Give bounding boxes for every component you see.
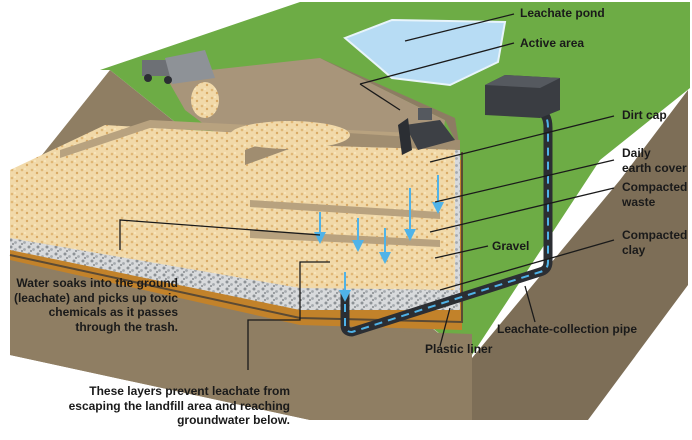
soil-front-lower (10, 262, 472, 420)
label-daily-earth-cover: Daily earth cover (622, 146, 687, 175)
soil-right-face (472, 90, 688, 420)
label-dirt-cap: Dirt cap (622, 108, 667, 122)
label-compacted-clay: Compacted clay (622, 228, 688, 257)
waste-pile (230, 121, 350, 149)
daily-cover-2 (250, 230, 440, 247)
dump-truck (142, 50, 215, 84)
waste-drop (191, 82, 219, 118)
label-active-area: Active area (520, 36, 585, 50)
leachate-pond (343, 18, 507, 87)
label-gravel: Gravel (492, 239, 530, 253)
pump-tank-top (485, 75, 560, 88)
note-leachate: Water soaks into the ground (leachate) a… (13, 276, 178, 334)
label-compacted-waste: Compacted waste (622, 180, 688, 209)
leader-lines (119, 13, 615, 370)
label-plastic-liner: Plastic liner (425, 342, 493, 356)
label-leachate-collection-pipe: Leachate-collection pipe (497, 322, 638, 336)
daily-cover-3 (250, 200, 440, 219)
note-layers: These layers prevent leachate from escap… (68, 384, 290, 427)
label-leachate-pond: Leachate pond (520, 6, 605, 20)
leachate-collection-pipe (340, 107, 553, 337)
bulldozer (398, 108, 455, 155)
waste-layer-upper (245, 145, 455, 205)
